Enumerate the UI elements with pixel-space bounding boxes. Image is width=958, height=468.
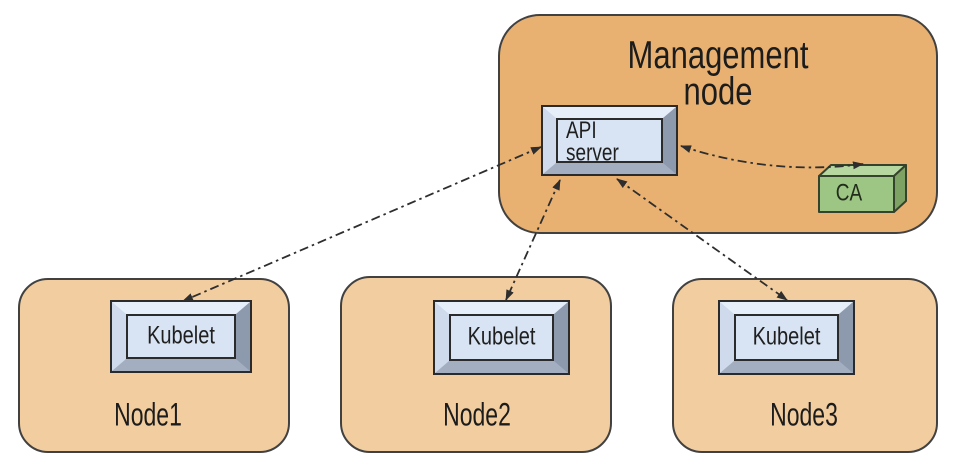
api-server-box: API server [541,105,678,176]
management-node-label: Management node [627,33,809,113]
api-server-label: API server [566,118,619,167]
node3-label: Node3 [770,396,838,433]
node2-label: Node2 [443,396,511,433]
kubelet-box-node2: Kubelet [433,300,570,375]
ca-label: CA [835,180,863,207]
kubelet-label-node3: Kubelet [752,323,821,351]
kubelet-label-node1: Kubelet [147,322,215,350]
kubelet-label-node2: Kubelet [467,323,536,351]
kubelet-box-node3: Kubelet [718,300,855,375]
node1-label: Node1 [114,396,182,433]
kubelet-box-node1: Kubelet [110,300,252,373]
